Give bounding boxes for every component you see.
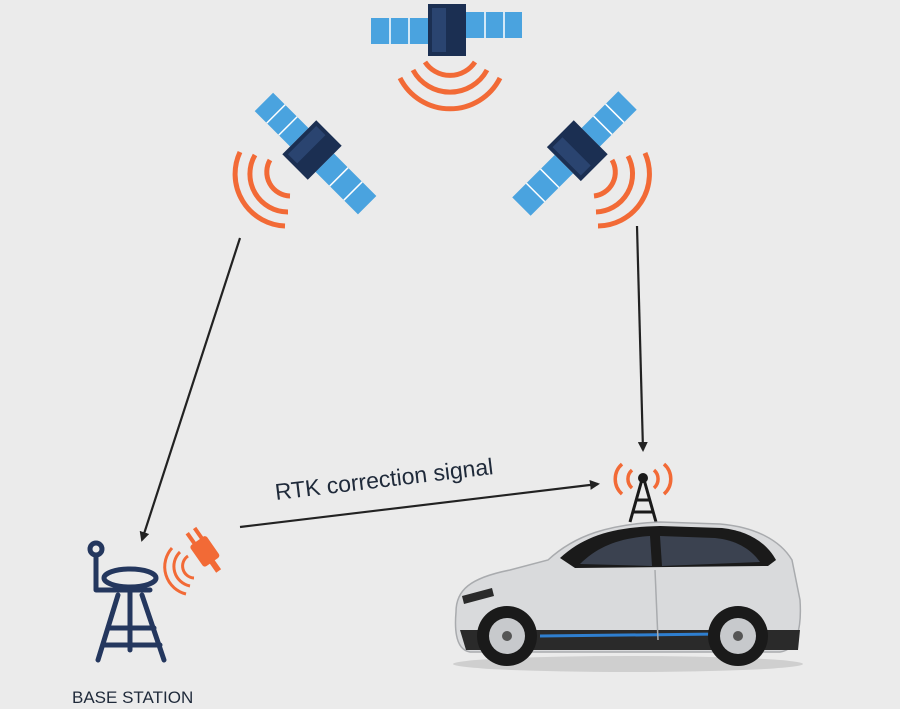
antenna-icon bbox=[628, 473, 658, 523]
radio-transmitter-icon bbox=[185, 526, 222, 573]
satellite-left bbox=[232, 92, 377, 229]
arrow-satellite-to-base bbox=[139, 237, 242, 542]
signal-wave-icon bbox=[397, 60, 503, 112]
car-icon bbox=[453, 521, 803, 672]
base-station-icon bbox=[87, 540, 167, 663]
signal-wave-icon bbox=[613, 462, 673, 496]
signal-wave-icon bbox=[163, 546, 195, 596]
rtk-signal-label: RTK correction signal bbox=[274, 453, 495, 505]
satellite-icon bbox=[512, 91, 637, 216]
satellite-right bbox=[512, 91, 652, 229]
satellite-top bbox=[371, 4, 522, 112]
signal-wave-icon bbox=[593, 151, 652, 229]
base-station-label: BASE STATION bbox=[72, 688, 193, 707]
signal-wave-icon bbox=[232, 150, 291, 229]
arrow-rtk-signal bbox=[239, 479, 600, 529]
satellite-icon bbox=[371, 4, 522, 56]
satellite-icon bbox=[254, 92, 377, 215]
arrow-satellite-to-car bbox=[635, 225, 648, 452]
